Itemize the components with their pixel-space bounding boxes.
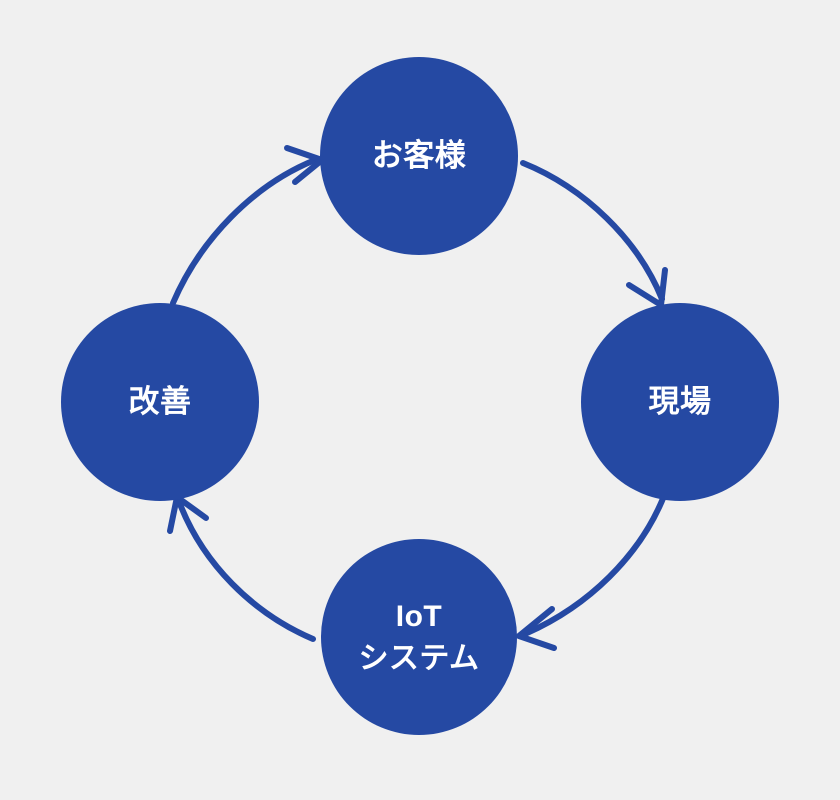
node-improvement[interactable]: 改善 bbox=[61, 303, 259, 501]
edge-improvement-to-customer-line bbox=[170, 157, 318, 306]
node-customer-label: お客様 bbox=[372, 138, 467, 173]
node-iot-system-circle[interactable] bbox=[321, 539, 517, 735]
node-improvement-label: 改善 bbox=[129, 384, 192, 419]
edge-worksite-to-iot-system-arrowhead bbox=[516, 606, 557, 651]
node-iot-system-label-line2: システム bbox=[358, 642, 479, 675]
node-customer-circle[interactable] bbox=[320, 57, 518, 255]
edge-customer-to-worksite-line bbox=[520, 160, 665, 302]
node-customer[interactable]: お客様 bbox=[320, 57, 518, 255]
node-worksite[interactable]: 現場 bbox=[581, 303, 779, 501]
edge-improvement-to-customer bbox=[170, 145, 325, 306]
node-worksite-label: 現場 bbox=[649, 384, 712, 419]
node-improvement-circle[interactable] bbox=[61, 303, 259, 501]
edge-customer-to-worksite bbox=[520, 160, 668, 308]
edge-worksite-to-iot-system-line bbox=[524, 493, 667, 636]
edge-iot-system-to-improvement bbox=[167, 494, 316, 642]
node-iot-system-label-line1: IoT bbox=[396, 600, 443, 633]
node-worksite-circle[interactable] bbox=[581, 303, 779, 501]
edge-worksite-to-iot-system bbox=[516, 493, 667, 651]
edge-iot-system-to-improvement-line bbox=[177, 501, 316, 642]
node-iot-system[interactable]: IoT システム bbox=[321, 539, 517, 735]
